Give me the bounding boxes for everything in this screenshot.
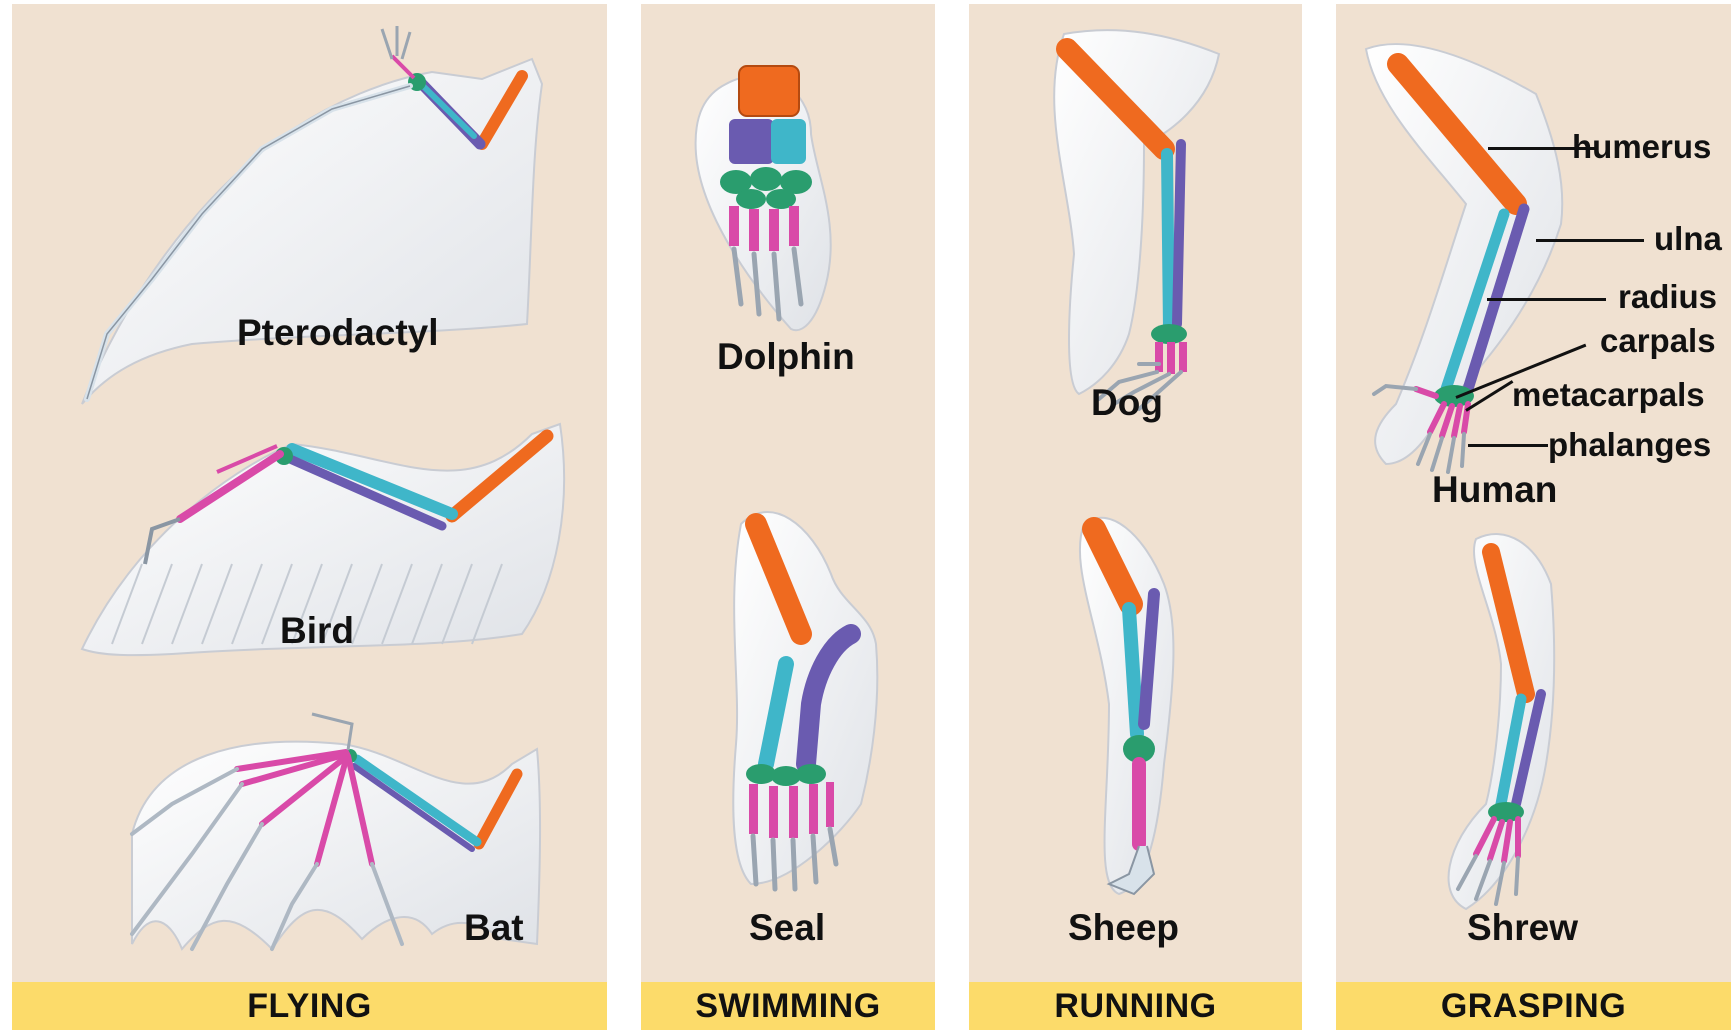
footer-label: RUNNING (1054, 987, 1216, 1026)
footer-swimming: SWIMMING (641, 982, 935, 1030)
footer-label: GRASPING (1441, 987, 1626, 1026)
shrew-limb (1449, 534, 1555, 909)
panel-swimming: Dolphin Seal SWIMMING (641, 4, 935, 1030)
flying-illustrations (12, 4, 607, 1030)
animal-label-dog: Dog (1091, 382, 1163, 424)
ulna-leader-line (1536, 239, 1644, 242)
swimming-illustrations (641, 4, 935, 1030)
animal-label-bird: Bird (280, 610, 354, 652)
footer-grasping: GRASPING (1336, 982, 1731, 1030)
animal-label-shrew: Shrew (1467, 907, 1578, 949)
seal-limb (733, 512, 877, 889)
label-ulna: ulna (1654, 220, 1722, 258)
footer-label: SWIMMING (695, 987, 880, 1026)
label-humerus: humerus (1572, 128, 1711, 166)
dolphin-limb (696, 66, 831, 330)
panel-running: Dog Sheep RUNNING (969, 4, 1302, 1030)
label-carpals: carpals (1600, 322, 1716, 360)
dog-limb (1054, 30, 1219, 409)
animal-label-dolphin: Dolphin (717, 336, 855, 378)
label-metacarpals: metacarpals (1512, 376, 1705, 414)
radius-leader-line (1487, 298, 1606, 301)
footer-running: RUNNING (969, 982, 1302, 1030)
animal-label-sheep: Sheep (1068, 907, 1179, 949)
animal-label-human: Human (1432, 469, 1557, 511)
animal-label-seal: Seal (749, 907, 825, 949)
animal-label-pterodactyl: Pterodactyl (237, 312, 439, 354)
footer-flying: FLYING (12, 982, 607, 1030)
phalanges-leader-line (1468, 444, 1548, 447)
animal-label-bat: Bat (464, 907, 524, 949)
panel-grasping: humerus ulna radius carpals metacarpals … (1336, 4, 1731, 1030)
running-illustrations (969, 4, 1302, 1030)
sheep-limb (1080, 518, 1174, 894)
panel-flying: Pterodactyl Bird Bat FLYING (12, 4, 607, 1030)
label-radius: radius (1618, 278, 1717, 316)
footer-label: FLYING (247, 987, 372, 1026)
label-phalanges: phalanges (1548, 426, 1711, 464)
